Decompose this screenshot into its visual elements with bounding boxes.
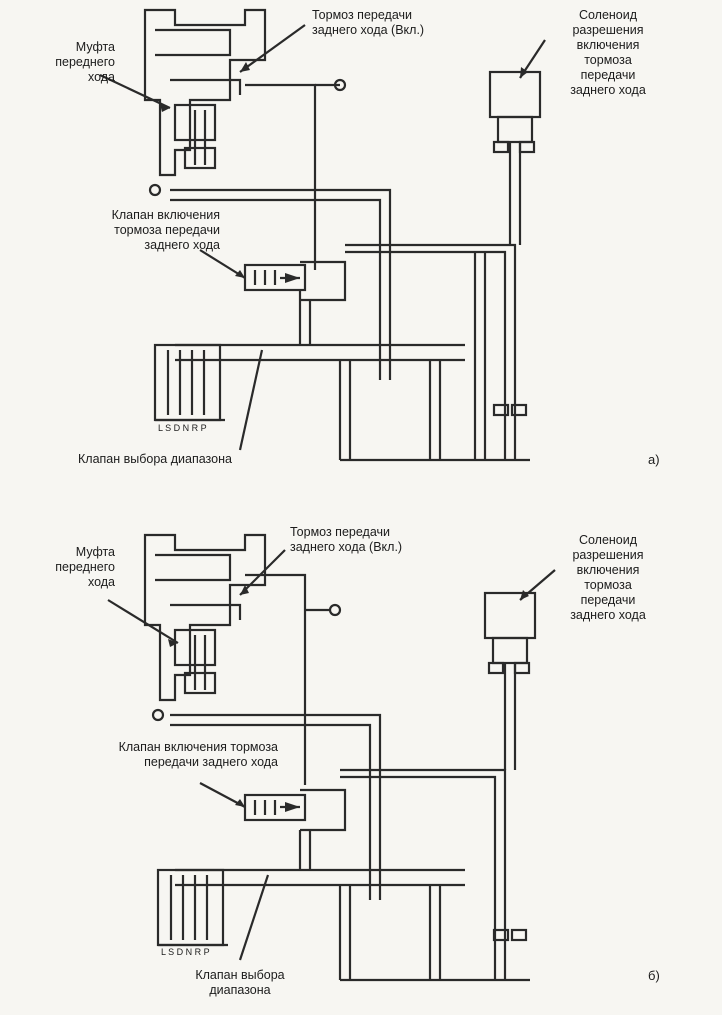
panel-a-tag: а) [648, 452, 660, 467]
panel-b-hydraulic-diagram [107, 533, 556, 982]
panel-b-arrow-brake [239, 549, 286, 596]
panel-a-range-valve-line [175, 343, 465, 362]
panel-b-tag: б) [648, 968, 660, 983]
panel-a-manual-valve-block [153, 343, 222, 422]
panel-b-range-positions: L S D N R P [161, 947, 210, 957]
panel-b-arrow-range [238, 874, 270, 961]
panel-a-housing [143, 8, 267, 177]
panel-b-label-reverse-brake-valve: Клапан включения тормоза передачи заднег… [118, 740, 278, 769]
panel-a-label-forward-clutch: Муфта переднего хода [55, 40, 115, 84]
panel-b-label-solenoid: Соленоид разрешения включения тормоза пе… [570, 533, 646, 622]
panel-a-label-range-select-valve: Клапан выбора диапазона [78, 452, 232, 466]
panel-b-housing [143, 533, 267, 702]
panel-b-reverse-brake-valve-body [243, 793, 307, 822]
panel-a-line-top [245, 83, 317, 270]
panel-a-arrow-clutch [99, 74, 171, 109]
panel-a-hydraulic-diagram [99, 8, 546, 462]
panel-b-label-reverse-brake: Тормоз передачи заднего хода (Вкл.) [290, 525, 403, 554]
panel-b-arrow-clutch [107, 599, 179, 644]
panel-b-range-valve-line [175, 868, 465, 887]
panel-a-label-reverse-brake: Тормоз передачи заднего хода (Вкл.) [312, 8, 425, 37]
panel-a-arrow-range [238, 349, 264, 451]
panel-b-manual-valve-block [156, 868, 225, 947]
panel-b-solenoid-body [483, 591, 537, 640]
panel-b-label-range-select-valve: Клапан выбора диапазона [195, 968, 285, 997]
panel-a-label-solenoid: Соленоид разрешения включения тормоза пе… [570, 8, 646, 97]
panel-a-solenoid-body [488, 70, 542, 119]
panel-a-label-reverse-brake-valve: Клапан включения тормоза передачи заднег… [111, 208, 220, 252]
panel-a-range-positions: L S D N R P [158, 423, 207, 433]
panel-a-arrow-brake [239, 24, 306, 73]
panel-b-label-forward-clutch: Муфта переднего хода [55, 545, 115, 589]
